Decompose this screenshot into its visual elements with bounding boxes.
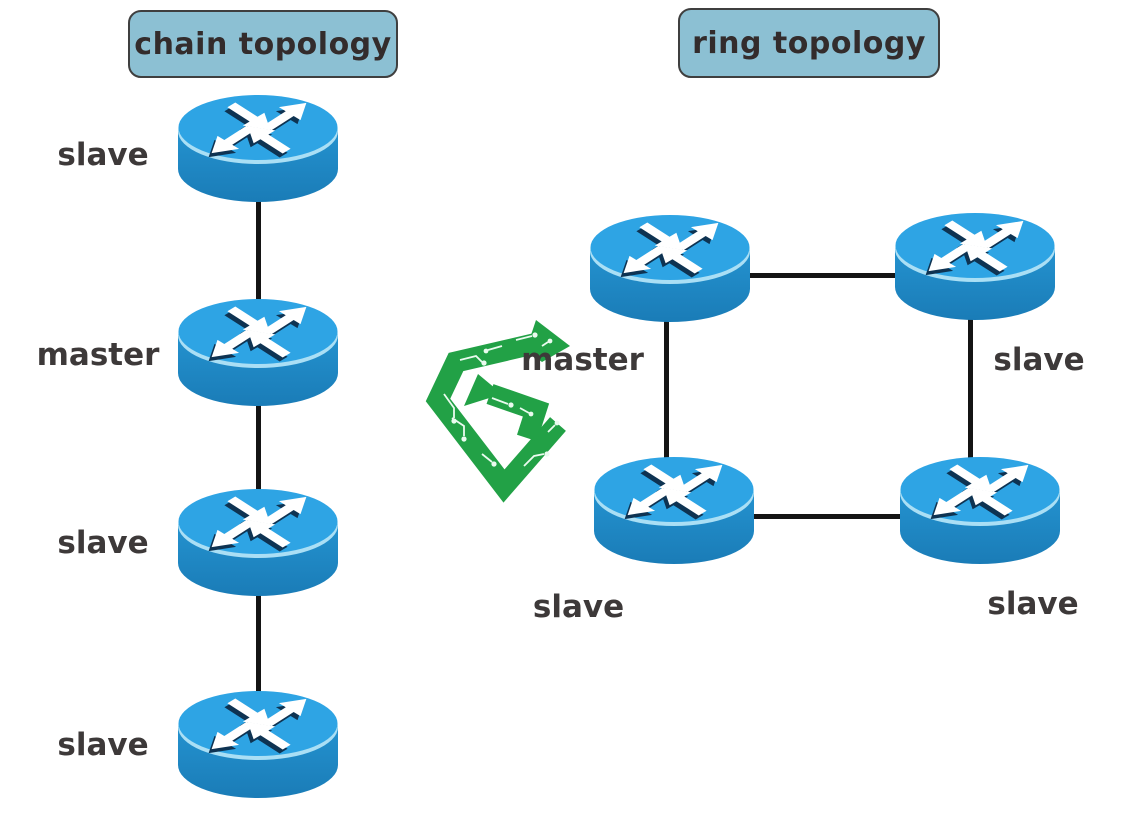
- chain-node-label-slave-3: slave: [57, 727, 149, 763]
- chain-node-label-master: master: [36, 337, 160, 373]
- router-icon-ring-master: [588, 210, 752, 328]
- router-icon-ring-slave-bottomleft: [592, 452, 756, 570]
- ring-node-label-slave-topright: slave: [993, 342, 1085, 378]
- ring-node-label-slave-bottomleft: slave: [532, 589, 625, 625]
- chain-link-2-3: [256, 400, 261, 492]
- router-icon-chain-master: [176, 294, 340, 412]
- ring-link-topleft-bottomleft: [664, 270, 669, 458]
- ring-node-label-master: master: [521, 342, 644, 378]
- chain-link-3-4: [256, 592, 261, 692]
- ring-topology-title: ring topology: [678, 8, 940, 78]
- router-icon-chain-slave-3: [176, 686, 340, 804]
- router-icon-ring-slave-topright: [893, 208, 1057, 326]
- ring-node-label-slave-bottomright: slave: [987, 586, 1079, 622]
- router-icon-ring-slave-bottomright: [898, 452, 1062, 570]
- ring-link-topright-bottomright: [968, 268, 973, 458]
- chain-node-label-slave-1: slave: [57, 137, 149, 173]
- g-circuit-logo-watermark-icon: [425, 320, 570, 503]
- chain-link-1-2: [256, 195, 261, 300]
- ring-link-topleft-topright: [670, 273, 970, 278]
- ring-link-bottomleft-bottomright: [674, 514, 980, 519]
- chain-topology-title: chain topology: [128, 10, 398, 78]
- router-icon-chain-slave-2: [176, 484, 340, 602]
- ring-topology-title-text: ring topology: [692, 25, 926, 61]
- router-icon-chain-slave-1: [176, 90, 340, 208]
- chain-topology-title-text: chain topology: [134, 26, 392, 62]
- chain-node-label-slave-2: slave: [57, 525, 149, 561]
